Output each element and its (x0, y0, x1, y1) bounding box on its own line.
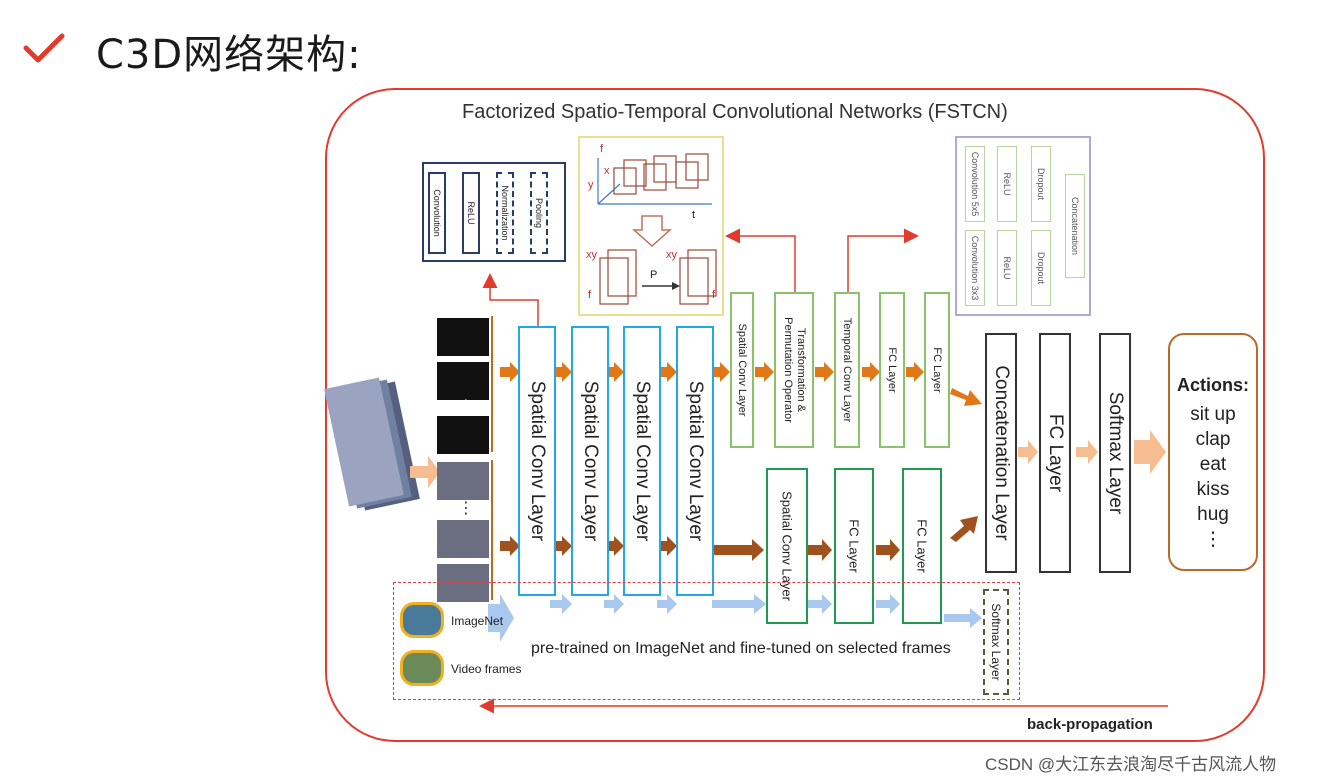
frame-thumbnail (437, 564, 489, 602)
imagenet-dataset-icon (400, 602, 444, 638)
legend-conv3x3: Convolution 3x3 (965, 230, 985, 306)
pretrain-caption: pre-trained on ImageNet and fine-tuned o… (531, 640, 951, 657)
imagenet-label: ImageNet (451, 614, 504, 628)
transform-illustration: f y x t xy xy P f f' (586, 143, 717, 305)
legend-dropout-1: Dropout (1031, 146, 1051, 222)
check-icon (23, 33, 65, 63)
transformation-permutation-operator: Transformation & Permutation Operator (774, 292, 814, 448)
svg-text:xy: xy (586, 249, 598, 261)
svg-text:y: y (588, 179, 594, 191)
pretrain-softmax-layer: Softmax Layer (983, 589, 1009, 695)
legend-concatenation: Concatenation (1065, 174, 1085, 278)
bottom-spatial-conv-layer: Spatial Conv Layer (766, 468, 808, 624)
svg-text:f: f (588, 289, 592, 301)
video-frames-label: Video frames (451, 662, 522, 676)
top-fc-layer-2: FC Layer (924, 292, 950, 448)
bottom-fc-layer-2: FC Layer (902, 468, 942, 624)
diagram-title: Factorized Spatio-Temporal Convolutional… (462, 101, 1008, 123)
actions-box: Actions: sit up clap eat kiss hug ⋮ (1168, 333, 1258, 571)
action-item: hug (1197, 504, 1229, 525)
diagram-frame (325, 88, 1265, 742)
actions-header: Actions: (1177, 375, 1249, 395)
conv-block-legend: Convolution ReLU Normalization Pooling (422, 162, 566, 262)
svg-text:f': f' (712, 289, 717, 301)
action-item: kiss (1196, 479, 1230, 500)
softmax-layer: Softmax Layer (1099, 333, 1131, 573)
spatial-conv-layer-1: Spatial Conv Layer (518, 326, 556, 596)
action-item: eat (1199, 454, 1227, 475)
pretrain-region (393, 582, 1020, 700)
bottom-fc-layer-1: FC Layer (834, 468, 874, 624)
final-fc-layer: FC Layer (1039, 333, 1071, 573)
temporal-conv-layer: Temporal Conv Layer (834, 292, 860, 448)
watermark: CSDN @大江东去浪淘尽千古风流人物 (985, 755, 1277, 774)
video-frames-dataset-icon (400, 650, 444, 686)
transform-legend: f y x t xy xy P f f' (578, 136, 724, 316)
top-fc-layer-1: FC Layer (879, 292, 905, 448)
legend-dropout-2: Dropout (1031, 230, 1051, 306)
legend-conv5x5: Convolution 5x5 (965, 146, 985, 222)
input-video-stack (324, 377, 420, 511)
action-item: ⋮ (1203, 529, 1223, 550)
concatenation-layer: Concatenation Layer (985, 333, 1017, 573)
frame-thumbnail (437, 362, 489, 400)
svg-text:t: t (692, 209, 695, 221)
svg-text:x: x (604, 165, 610, 177)
legend-relu-1: ReLU (997, 146, 1017, 222)
svg-text:P: P (650, 269, 657, 281)
legend-relu-2: ReLU (997, 230, 1017, 306)
legend-normalization: Normalization (496, 172, 514, 254)
svg-text:f: f (600, 143, 604, 155)
frame-thumbnail (437, 416, 489, 454)
slide-title: C3D网络架构: (96, 32, 362, 78)
frame-thumbnail (437, 520, 489, 558)
spatial-conv-layer-4: Spatial Conv Layer (676, 326, 714, 596)
legend-convolution: Convolution (428, 172, 446, 254)
frame-thumbnail (437, 318, 489, 356)
inception-legend: Convolution 5x5 ReLU Dropout Convolution… (955, 136, 1091, 316)
top-spatial-conv-layer: Spatial Conv Layer (730, 292, 754, 448)
frame-thumbnail (437, 462, 489, 500)
action-item: clap (1195, 429, 1231, 450)
svg-text:xy: xy (666, 249, 678, 261)
legend-pooling: Pooling (530, 172, 548, 254)
spatial-conv-layer-2: Spatial Conv Layer (571, 326, 609, 596)
legend-relu: ReLU (462, 172, 480, 254)
action-item: sit up (1190, 404, 1236, 425)
spatial-conv-layer-3: Spatial Conv Layer (623, 326, 661, 596)
backprop-label: back-propagation (1027, 716, 1153, 733)
